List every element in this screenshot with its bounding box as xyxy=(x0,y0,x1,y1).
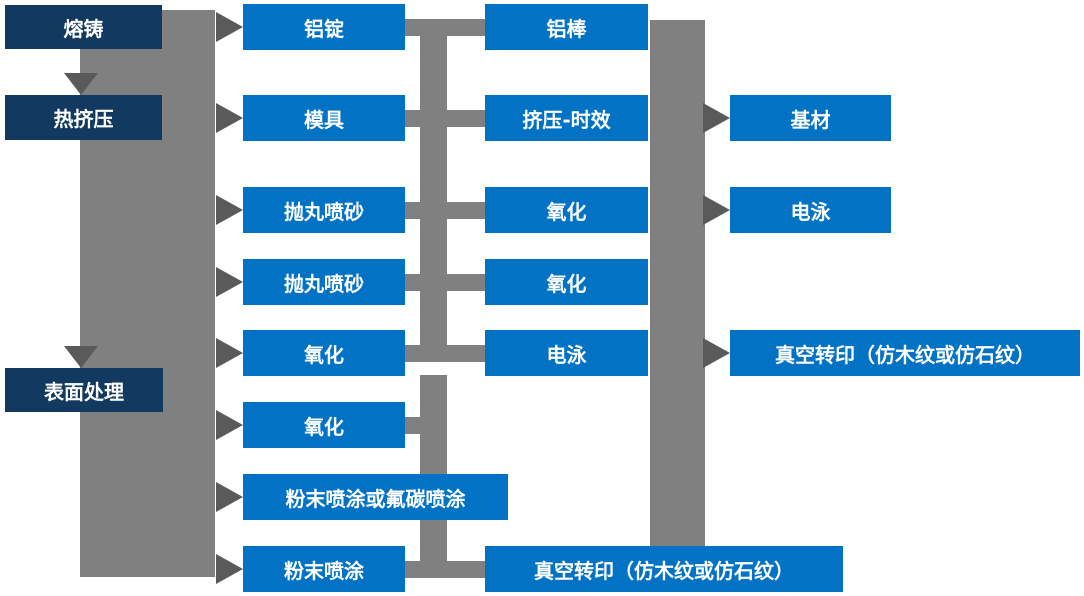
node-base-material: 基材 xyxy=(730,95,891,141)
connector-blasting1-oxidation xyxy=(405,202,485,219)
node-extrusion-aging: 挤压-时效 xyxy=(485,95,648,141)
node-vacuum-transfer-1: 真空转印（仿木纹或仿石纹） xyxy=(485,546,843,592)
node-oxidation-1: 氧化 xyxy=(243,330,405,376)
node-electrophoresis-2: 电泳 xyxy=(730,187,891,233)
arrow-to-oxidation-1-icon xyxy=(216,338,243,368)
node-oxidation-3: 氧化 xyxy=(485,187,648,233)
node-hot-extrusion: 热挤压 xyxy=(5,95,162,140)
arrow-to-aluminum-ingot-icon xyxy=(216,12,243,42)
node-vacuum-transfer-2: 真空转印（仿木纹或仿石纹） xyxy=(730,330,1080,376)
arrow-to-vacuum-transfer-icon xyxy=(703,338,730,368)
connector-powder-vacuum xyxy=(405,561,485,578)
arrow-to-shot-blasting-1-icon xyxy=(216,195,243,225)
arrow-to-shot-blasting-2-icon xyxy=(216,267,243,297)
node-mold: 模具 xyxy=(243,95,405,141)
arrow-to-electrophoresis-icon xyxy=(703,195,730,225)
connector-trunk-middle-upper xyxy=(420,20,447,352)
node-powder-or-fluorocarbon-coating: 粉末喷涂或氟碳喷涂 xyxy=(243,474,508,520)
arrow-down-to-hot-extrusion-icon xyxy=(64,73,98,95)
connector-mold-extrusion xyxy=(405,110,485,127)
arrow-to-mold-icon xyxy=(216,103,243,133)
node-surface-treatment: 表面处理 xyxy=(5,368,163,412)
connector-oxidation-electrophoresis xyxy=(405,345,485,362)
connector-oxidation2-trunk xyxy=(405,417,420,434)
node-electrophoresis-1: 电泳 xyxy=(485,330,648,376)
arrow-to-oxidation-2-icon xyxy=(216,410,243,440)
connector-blasting2-oxidation xyxy=(405,274,485,291)
arrow-to-base-material-icon xyxy=(703,103,730,133)
node-aluminum-rod: 铝棒 xyxy=(485,4,648,50)
connector-trunk-right xyxy=(650,20,705,546)
node-oxidation-4: 氧化 xyxy=(485,259,648,305)
node-oxidation-2: 氧化 xyxy=(243,402,405,448)
node-melting-casting: 熔铸 xyxy=(5,5,162,49)
arrow-to-powder-fluorocarbon-icon xyxy=(216,482,243,512)
node-powder-coating: 粉末喷涂 xyxy=(243,546,405,592)
node-aluminum-ingot: 铝锭 xyxy=(243,4,405,50)
connector-ingot-rod xyxy=(405,19,485,36)
node-shot-blasting-1: 抛丸喷砂 xyxy=(243,187,405,233)
node-shot-blasting-2: 抛丸喷砂 xyxy=(243,259,405,305)
arrow-down-to-surface-treatment-icon xyxy=(64,346,98,368)
arrow-to-powder-coating-icon xyxy=(216,554,243,584)
